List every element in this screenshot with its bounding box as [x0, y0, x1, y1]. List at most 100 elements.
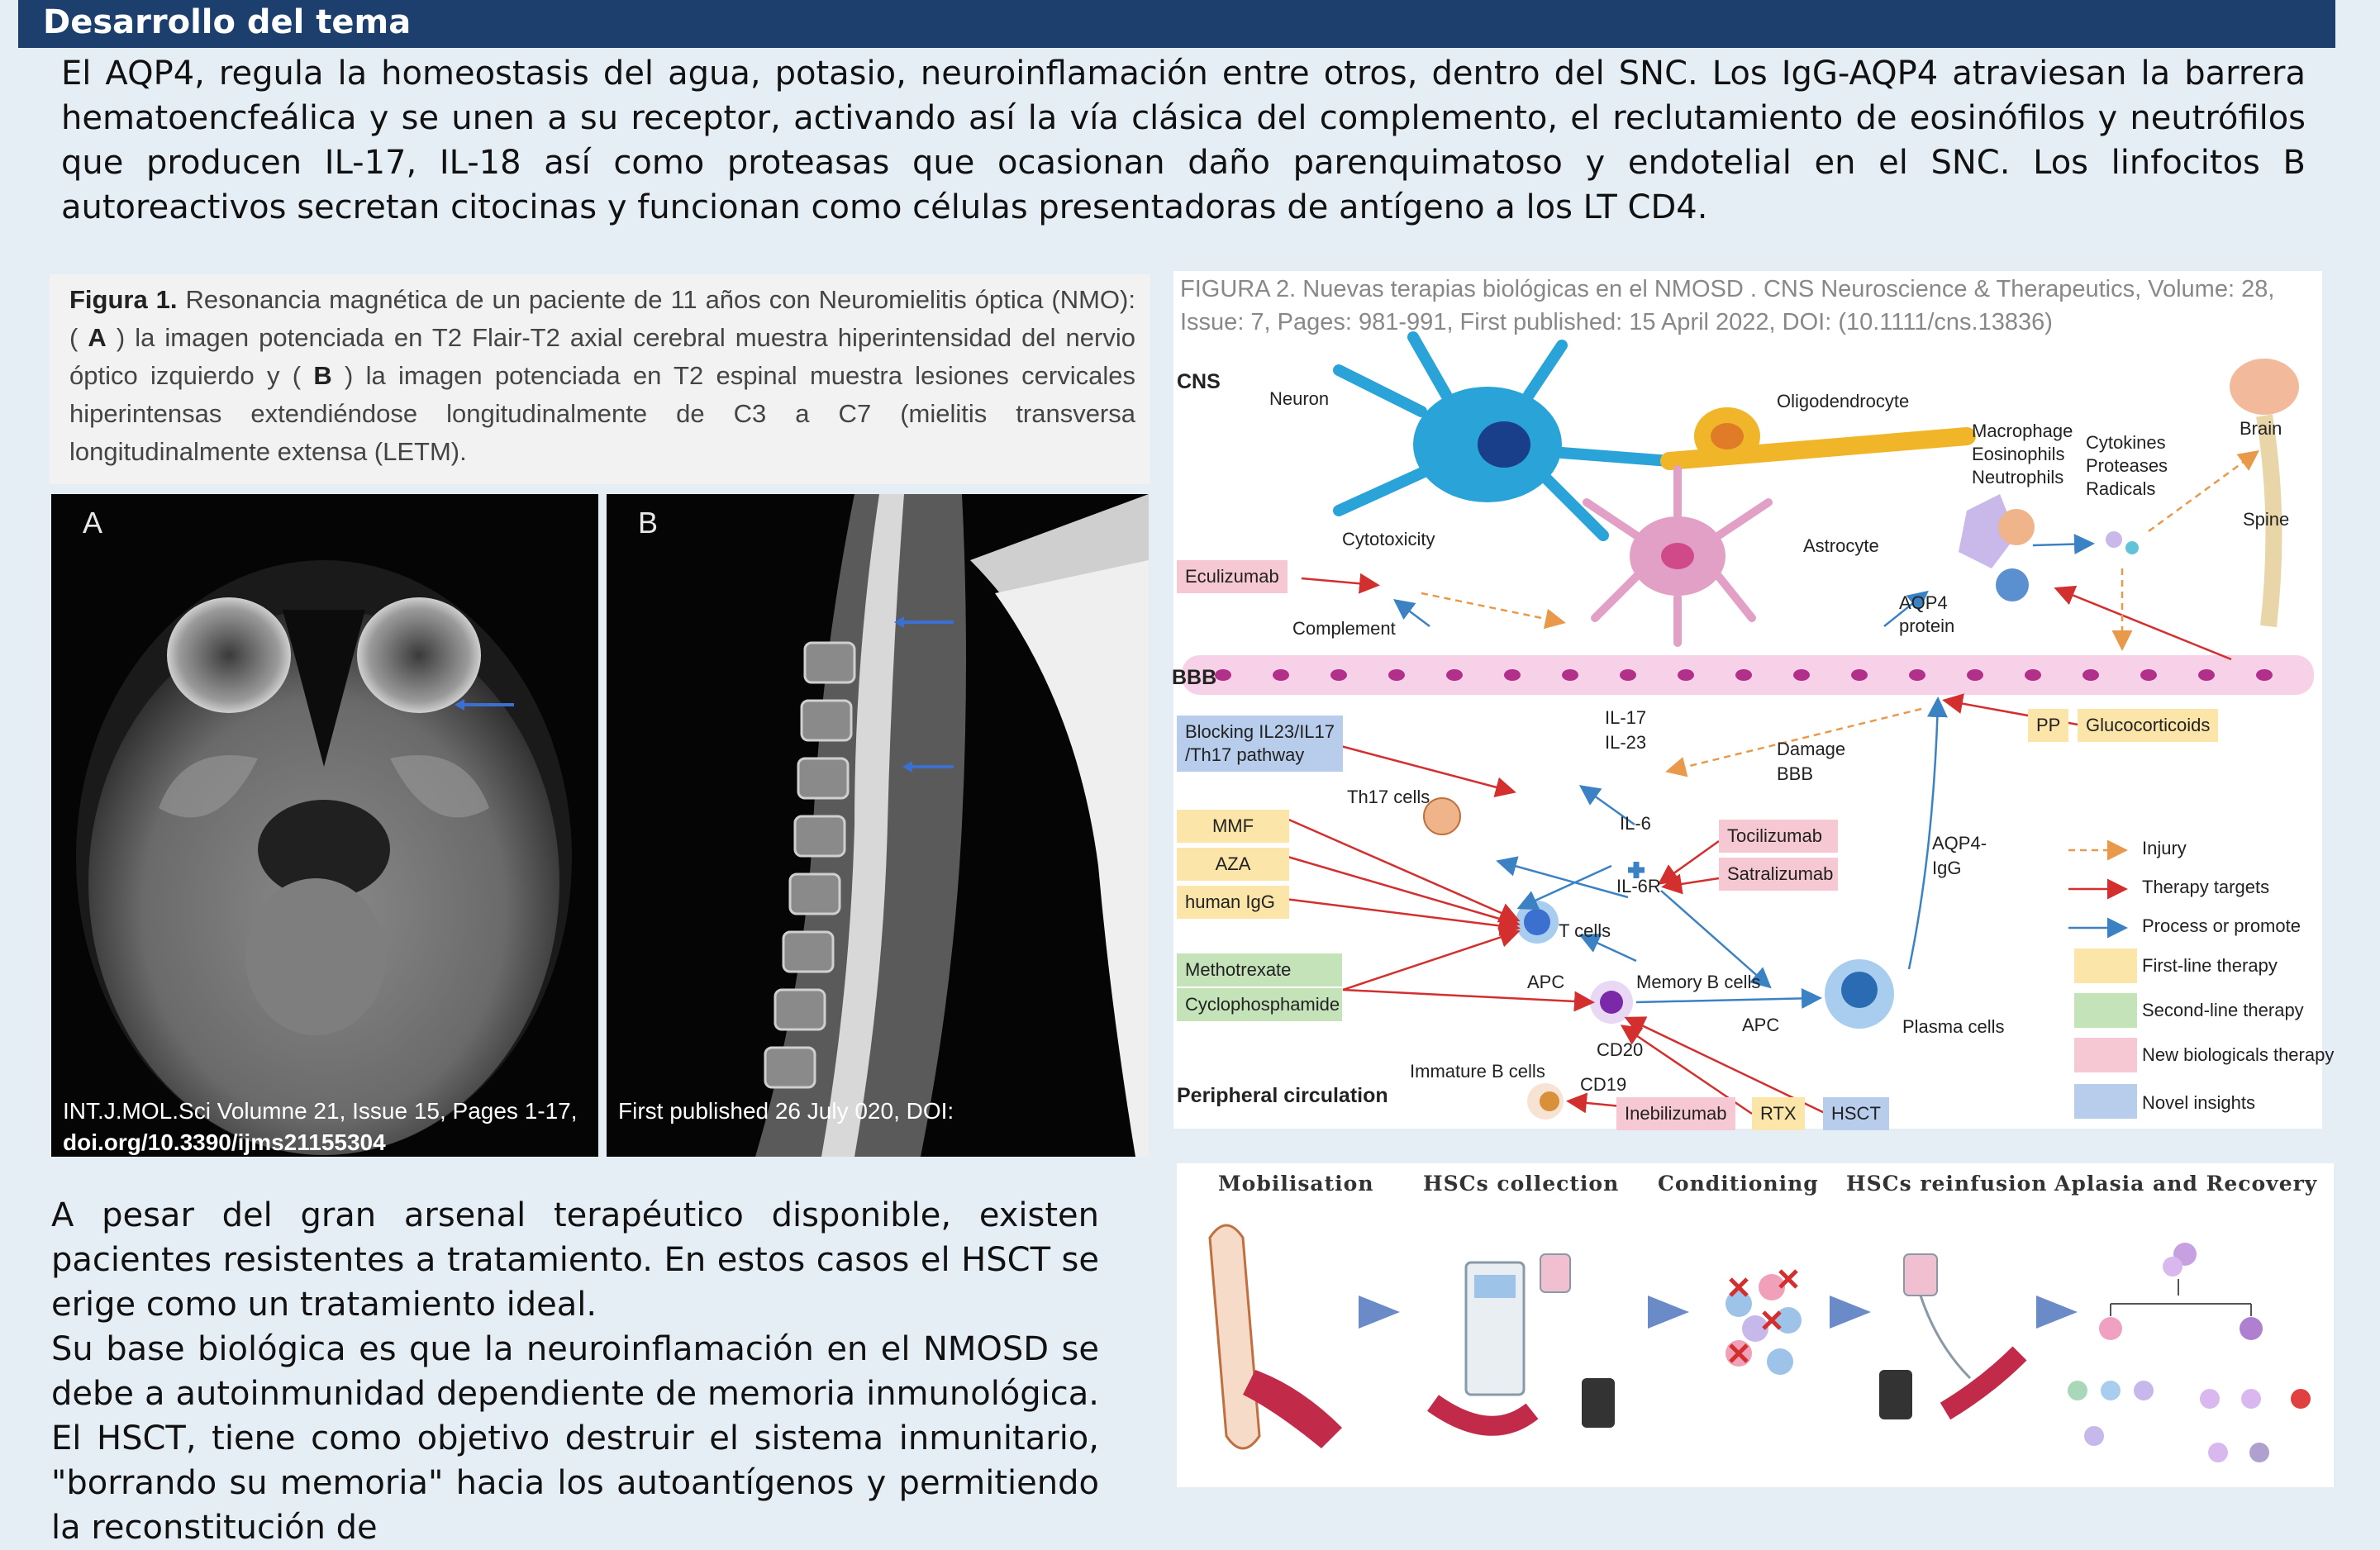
label-bbb: BBB [1172, 666, 1217, 689]
section-header-bar [18, 0, 2335, 48]
conditioning-cells-icon [1726, 1269, 1802, 1375]
il6-icon [1628, 862, 1645, 878]
label-cytokines-group: Cytokines Proteases Radicals [2086, 431, 2168, 501]
drug-mmf: MMF [1177, 810, 1289, 843]
label-protein: protein [1899, 616, 1955, 636]
figure1-caption-part-c: ) la imagen potenciada en T2 espinal mue… [69, 361, 1135, 466]
label-radicals: Radicals [2086, 478, 2156, 499]
arrow-2-icon [1648, 1296, 1689, 1329]
astrocyte-icon [1583, 465, 1773, 647]
drug-rtx: RTX [1752, 1097, 1805, 1130]
drug-inebilizumab: Inebilizumab [1616, 1097, 1735, 1130]
step-conditioning: Conditioning [1658, 1172, 1819, 1196]
step-aplasia-recovery: Aplasia and Recovery [2054, 1172, 2318, 1196]
step-hscs-reinfusion: HSCs reinfusion [1846, 1172, 2048, 1196]
drug-human-igg: human IgG [1177, 886, 1289, 919]
drug-aza: AZA [1177, 848, 1289, 881]
drug-cyclophosphamide: Cyclophosphamide [1177, 988, 1342, 1021]
label-immature-b-cells: Immature B cells [1410, 1061, 1545, 1082]
label-t-cells: T cells [1559, 920, 1611, 941]
drug-glucocorticoids: Glucocorticoids [2078, 709, 2219, 742]
mri-axial-brain-image: A [51, 494, 598, 1157]
label-eosinophils: Eosinophils [1972, 444, 2065, 464]
section-title: Desarrollo del tema [43, 3, 412, 41]
label-plasma-cells: Plasma cells [1902, 1016, 2005, 1037]
label-il6r: IL-6R [1616, 876, 1661, 896]
oligodendrocyte-icon [1694, 407, 1760, 465]
mri-axial-illustration [76, 560, 572, 1155]
reinfusion-bag-icon [1879, 1253, 2027, 1420]
label-damage-bbb: Damage BBB [1777, 737, 1845, 787]
figure1-caption-box [50, 274, 1150, 484]
figure2-diagram: CNS Neuron Oligodendrocyte Macrophage Eo… [1172, 271, 2334, 1130]
legend-new-bio: New biologicals therapy [2142, 1044, 2335, 1065]
figure3-illustration [1208, 1224, 2311, 1462]
drug-pp: PP [2028, 709, 2069, 742]
drug-satralizumab: Satralizumab [1719, 858, 1838, 891]
figure1-caption-part-a: Resonancia magnética de un paciente de 1… [69, 285, 1135, 352]
body-text: A pesar del gran arsenal terapéutico dis… [51, 1193, 1099, 1550]
figure1-caption: Figura 1. Resonancia magnética de un pac… [69, 281, 1135, 471]
brain-spine-icon [2230, 359, 2299, 628]
label-cd20: CD20 [1597, 1039, 1644, 1060]
drug-blocking-line2: /Th17 pathway [1185, 744, 1305, 765]
citation-journal: INT.J.MOL.Sci Volumne 21, Issue 15, Page… [63, 1098, 578, 1124]
label-macrophage-group: Macrophage Eosinophils Neutrophils [1972, 420, 2073, 489]
arrow-1-icon [1359, 1296, 1400, 1329]
label-il6: IL-6 [1620, 813, 1651, 834]
body-paragraph-1: A pesar del gran arsenal terapéutico dis… [51, 1196, 1099, 1324]
legend-novel: Novel insights [2142, 1092, 2255, 1113]
label-damage-bbb-text: BBB [1777, 763, 1814, 784]
drug-methotrexate: Methotrexate [1177, 953, 1342, 987]
citation-doi-link[interactable]: doi.org/10.3390/ijms21155304 [63, 1129, 386, 1155]
label-cytotoxicity: Cytotoxicity [1342, 529, 1435, 549]
legend-swatch-new-bio [2074, 1038, 2137, 1072]
label-macrophage: Macrophage [1972, 421, 2073, 441]
label-memory-b-cells: Memory B cells [1636, 972, 1761, 992]
apheresis-machine-icon [1427, 1253, 1615, 1436]
label-aqp4-igg-line2: IgG [1932, 858, 1962, 878]
legend-swatch-second-line [2074, 993, 2137, 1028]
step-mobilisation: Mobilisation [1218, 1172, 1374, 1196]
step-hscs-collection: HSCs collection [1423, 1172, 1620, 1196]
label-brain: Brain [2240, 418, 2282, 439]
label-th17-cells: Th17 cells [1347, 787, 1430, 807]
figure1-label: Figura 1. [69, 285, 178, 314]
panel-b-label: B [638, 506, 659, 540]
label-cns: CNS [1177, 370, 1221, 393]
panel-a-label: A [83, 506, 103, 540]
label-astrocyte: Astrocyte [1803, 535, 1879, 556]
figure1-citation-right: First published 26 July 020, DOI: [618, 1098, 954, 1124]
legend-swatch-first-line [2074, 949, 2137, 983]
label-aqp4-igg-line1: AQP4- [1932, 833, 1987, 853]
drug-hsct: HSCT [1823, 1097, 1889, 1130]
drug-tocilizumab: Tocilizumab [1719, 820, 1838, 853]
figure1-letter-b: B [313, 361, 332, 390]
mri-sagittal-illustration [755, 494, 1149, 1157]
drug-eculizumab: Eculizumab [1177, 560, 1288, 593]
eosinophil-icon [1998, 509, 2035, 545]
protease-icon [2125, 541, 2139, 554]
intro-paragraph: El AQP4, regula la homeostasis del agua,… [61, 55, 2306, 226]
mri-spinal-image: B [607, 494, 1149, 1157]
figure1-letter-a: A [88, 323, 107, 352]
neutrophil-icon [1996, 568, 2029, 601]
label-neuron: Neuron [1269, 388, 1330, 409]
recovery-tree-icon [2068, 1243, 2311, 1462]
label-apc-1: APC [1527, 972, 1565, 992]
body-paragraph-2: Su base biológica es que la neuroinflama… [51, 1330, 1099, 1547]
label-oligodendrocyte: Oligodendrocyte [1777, 391, 1910, 411]
label-aqp4: AQP4 [1899, 592, 1948, 613]
label-aqp4-igg: AQP4- IgG [1932, 831, 1987, 881]
neuron-icon [1333, 331, 1976, 541]
label-damage: Damage [1777, 739, 1846, 759]
label-aqp4-protein: AQP4 protein [1899, 592, 1954, 638]
figure3-hsct-steps [1177, 1163, 2334, 1487]
bone-icon [1208, 1224, 1342, 1450]
legend-injury: Injury [2142, 838, 2187, 858]
legend-first-line: First-line therapy [2142, 955, 2278, 976]
cytokine-icon [2106, 531, 2122, 548]
label-il17-il23: IL-17 IL-23 [1605, 706, 1646, 755]
label-proteases: Proteases [2086, 455, 2168, 476]
legend-therapy-targets: Therapy targets [2142, 877, 2270, 897]
